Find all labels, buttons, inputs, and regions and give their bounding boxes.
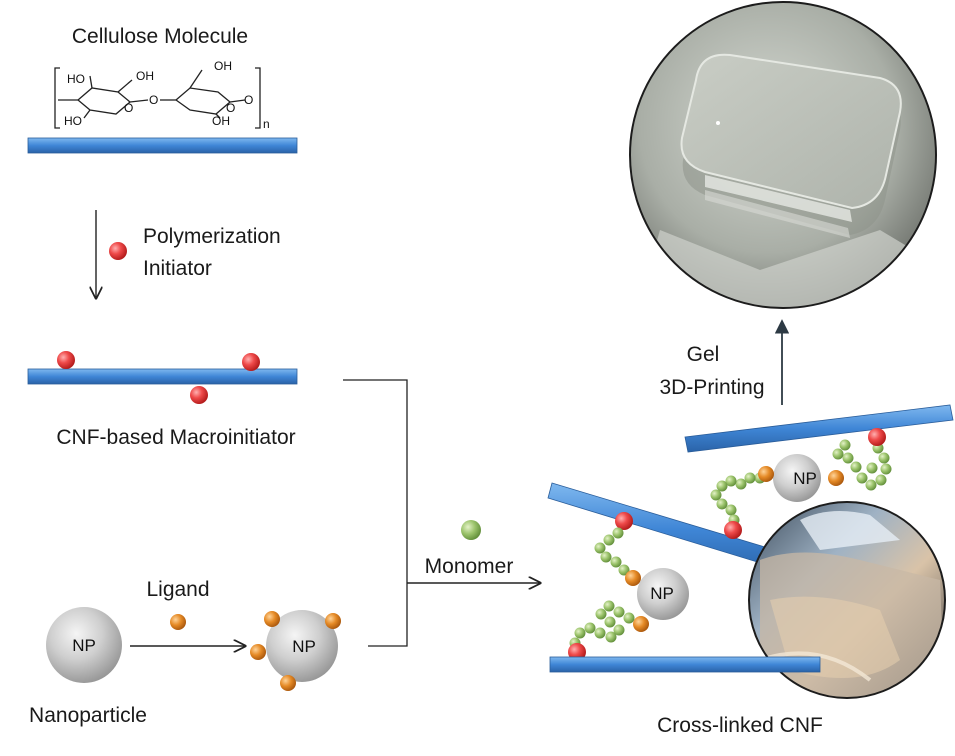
macroinitiator-label: CNF-based Macroinitiator — [56, 426, 295, 449]
cellulose-atom-labels: HO OH O OH O O HO OH O n — [64, 59, 270, 131]
ligand-dot — [250, 644, 266, 660]
chem-o-bridge: O — [149, 93, 158, 107]
np-label: NP — [72, 636, 96, 655]
ligand-dot — [280, 675, 296, 691]
initiator-dot — [109, 242, 127, 260]
ligand-dot — [170, 614, 186, 630]
gel-photo — [629, 1, 937, 309]
np-label: NP — [650, 584, 674, 603]
chem-ring-o-1: O — [124, 101, 133, 115]
merge-bracket — [343, 379, 408, 647]
printing-label: 3D-Printing — [659, 376, 764, 399]
initiator-site — [57, 351, 75, 369]
monomer-chain — [832, 439, 892, 491]
initiator-site — [190, 386, 208, 404]
cellulose-molecule-label: Cellulose Molecule — [72, 25, 248, 48]
initiator-site — [242, 353, 260, 371]
crosslinked-network: NP NP — [547, 404, 954, 699]
ligand-dot — [325, 613, 341, 629]
chem-n-subscript: n — [263, 117, 270, 131]
np-label: NP — [793, 469, 817, 488]
monomer-chain — [710, 472, 766, 526]
np-label: NP — [292, 637, 316, 656]
nanoparticle — [46, 607, 122, 683]
crosslinked-label: Cross-linked CNF — [657, 714, 823, 737]
chem-oh-2: OH — [212, 114, 230, 128]
macroinitiator-fiber — [27, 368, 298, 385]
nanoparticle-ligated — [266, 610, 338, 682]
monomer-chain — [569, 600, 635, 649]
network-fiber-top — [684, 404, 954, 453]
chem-oh-top: OH — [214, 59, 232, 73]
network-fiber-bottom — [549, 656, 821, 673]
monomer-chain — [594, 527, 630, 576]
chem-oh-1: OH — [136, 69, 154, 83]
chem-ring-o-2: O — [226, 101, 235, 115]
ligand-label: Ligand — [146, 578, 209, 601]
cellulose-fiber — [27, 137, 298, 154]
initiator-label: Initiator — [143, 257, 212, 280]
chem-ho-1: HO — [67, 72, 85, 86]
cellulose-structure — [54, 67, 261, 129]
polymerization-label: Polymerization — [143, 225, 281, 248]
nanoparticle-label: Nanoparticle — [29, 704, 147, 727]
monomer-label: Monomer — [425, 555, 514, 578]
ligand-dot — [264, 611, 280, 627]
chem-ho-2: HO — [64, 114, 82, 128]
chem-o-end: O — [244, 93, 253, 107]
monomer-dot — [461, 520, 481, 540]
gel-label: Gel — [687, 343, 720, 366]
